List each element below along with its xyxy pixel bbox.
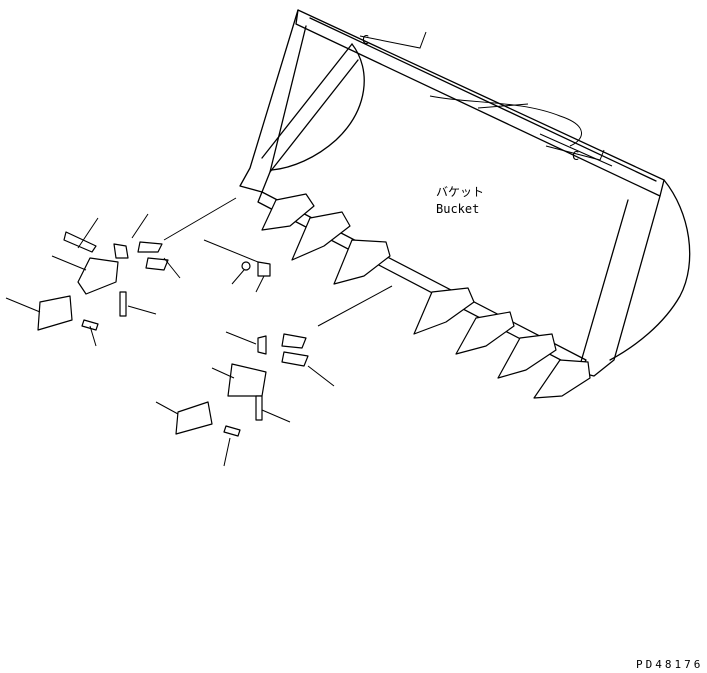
- c-mark-right: C: [572, 149, 579, 163]
- tooth-adapters: [261, 193, 591, 399]
- c-mark-left: C: [362, 33, 369, 47]
- exploded-parts-lower: [155, 285, 393, 467]
- drawing-number: PD48176: [636, 658, 703, 671]
- bucket-label-jp: バケット: [436, 185, 484, 199]
- exploded-parts-left: [5, 197, 271, 347]
- bucket-label-en: Bucket: [436, 202, 479, 216]
